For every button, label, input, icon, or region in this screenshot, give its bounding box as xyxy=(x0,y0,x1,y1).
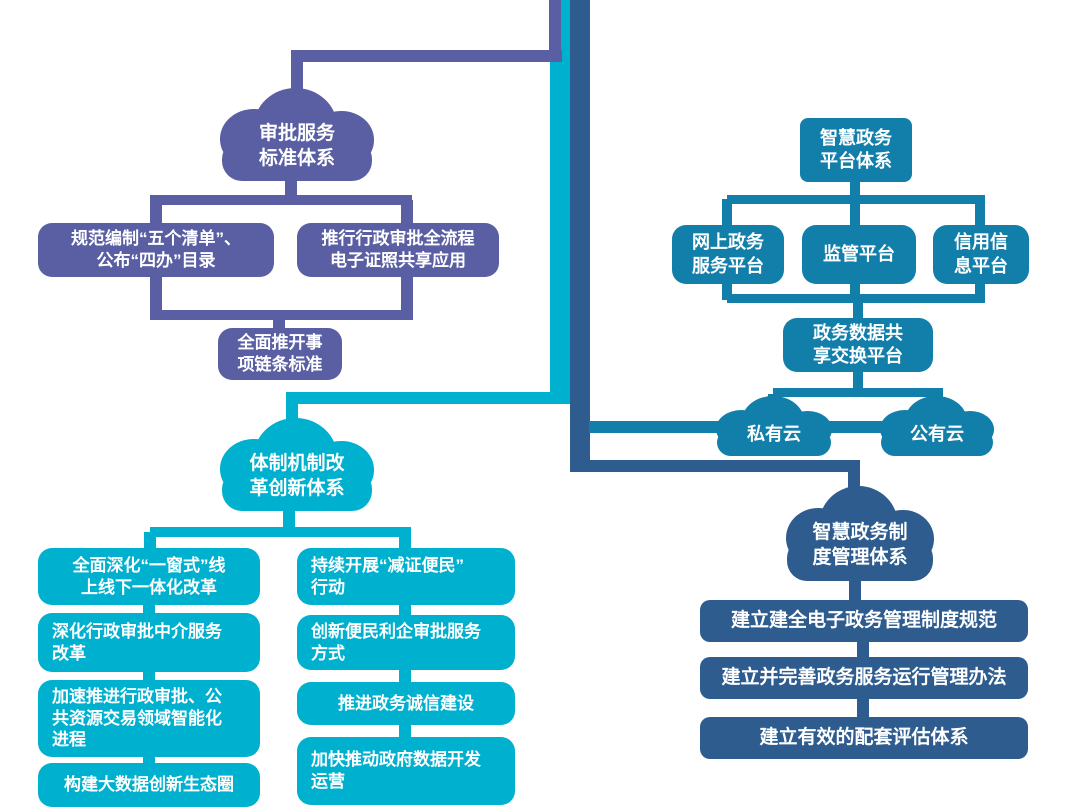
box-intelligent-process: 加速推进行政审批、公 共资源交易领域智能化 进程 xyxy=(38,680,260,757)
connector-line xyxy=(150,272,162,316)
connector-line xyxy=(150,200,162,228)
cloud-label: 公有云 xyxy=(910,424,964,445)
box-convenient-approval: 创新便民利企审批服务 方式 xyxy=(297,615,515,670)
connector-line xyxy=(727,294,985,303)
box-five-lists: 规范编制“五个清单”、 公布“四办”目录 xyxy=(38,223,274,277)
connector-line xyxy=(850,280,860,300)
connector-line xyxy=(144,532,156,552)
approval-standards-cloud: 审批服务 标准体系 xyxy=(220,88,374,184)
box-item-chain-standard: 全面推开事 项链条标准 xyxy=(218,328,342,380)
connector-line xyxy=(857,638,869,662)
connector-line xyxy=(286,392,298,426)
private-cloud: 私有云 xyxy=(716,396,832,458)
connector-line xyxy=(849,576,861,606)
box-platform-system: 智慧政务 平台体系 xyxy=(800,118,912,182)
cloud-label: 智慧政务制 度管理体系 xyxy=(812,522,908,568)
box-data-development: 加快推动政府数据开发 运营 xyxy=(297,737,515,805)
box-reduce-certificates: 持续开展“减证便民” 行动 xyxy=(297,548,515,605)
connector-line xyxy=(401,272,413,316)
box-online-service-platform: 网上政务 服务平台 xyxy=(672,225,784,284)
connector-line xyxy=(722,280,732,300)
connector-line xyxy=(399,721,411,741)
box-service-operation-measures: 建立并完善政务服务运行管理办法 xyxy=(700,657,1028,699)
box-evaluation-system: 建立有效的配套评估体系 xyxy=(700,717,1028,759)
box-bigdata-ecosystem: 构建大数据创新生态圈 xyxy=(38,763,260,807)
connector-line xyxy=(578,460,860,472)
connector-line xyxy=(150,195,412,205)
connector-line xyxy=(399,532,411,552)
connector-line xyxy=(975,199,985,229)
public-cloud: 公有云 xyxy=(880,396,994,458)
connector-line xyxy=(975,280,985,300)
box-integrity-building: 推进政务诚信建设 xyxy=(297,682,515,725)
box-credit-info-platform: 信用信 息平台 xyxy=(933,225,1029,284)
cloud-base xyxy=(881,428,993,457)
connector-line xyxy=(150,527,411,537)
box-egov-management-rules: 建立建全电子政务管理制度规范 xyxy=(700,600,1028,642)
cloud-label: 私有云 xyxy=(747,424,801,445)
connector-line xyxy=(286,392,570,404)
cloud-base xyxy=(221,138,373,182)
reform-innovation-cloud: 体制机制改 革创新体系 xyxy=(220,418,374,514)
connector-line xyxy=(401,200,413,228)
box-data-exchange-platform: 政务数据共 享交换平台 xyxy=(783,318,933,372)
box-elicense-sharing: 推行行政审批全流程 电子证照共享应用 xyxy=(297,223,499,277)
box-supervision-platform: 监管平台 xyxy=(802,225,916,284)
connector-line xyxy=(550,0,570,400)
connector-line xyxy=(850,178,860,198)
connector-line xyxy=(853,368,863,394)
connector-line xyxy=(283,508,295,532)
cloud-base xyxy=(717,428,831,457)
cloud-label: 体制机制改 革创新体系 xyxy=(249,452,345,499)
connector-line xyxy=(850,199,860,229)
box-intermediary-reform: 深化行政审批中介服务 改革 xyxy=(38,613,260,672)
institution-management-cloud: 智慧政务制 度管理体系 xyxy=(786,486,934,584)
connector-line xyxy=(291,50,562,62)
box-one-window-reform: 全面深化“一窗式”线 上线下一体化改革 xyxy=(38,548,260,605)
connector-line xyxy=(549,0,561,62)
connector-line xyxy=(399,666,411,686)
cloud-base xyxy=(221,468,373,512)
connector-line xyxy=(150,310,413,320)
connector-line xyxy=(570,0,590,472)
connector-line xyxy=(722,199,732,229)
cloud-base xyxy=(787,537,933,582)
connector-line xyxy=(853,300,863,322)
cloud-label: 审批服务 标准体系 xyxy=(258,122,335,169)
connector-line xyxy=(773,388,943,397)
connector-line xyxy=(857,695,869,721)
connector-line xyxy=(291,50,303,95)
